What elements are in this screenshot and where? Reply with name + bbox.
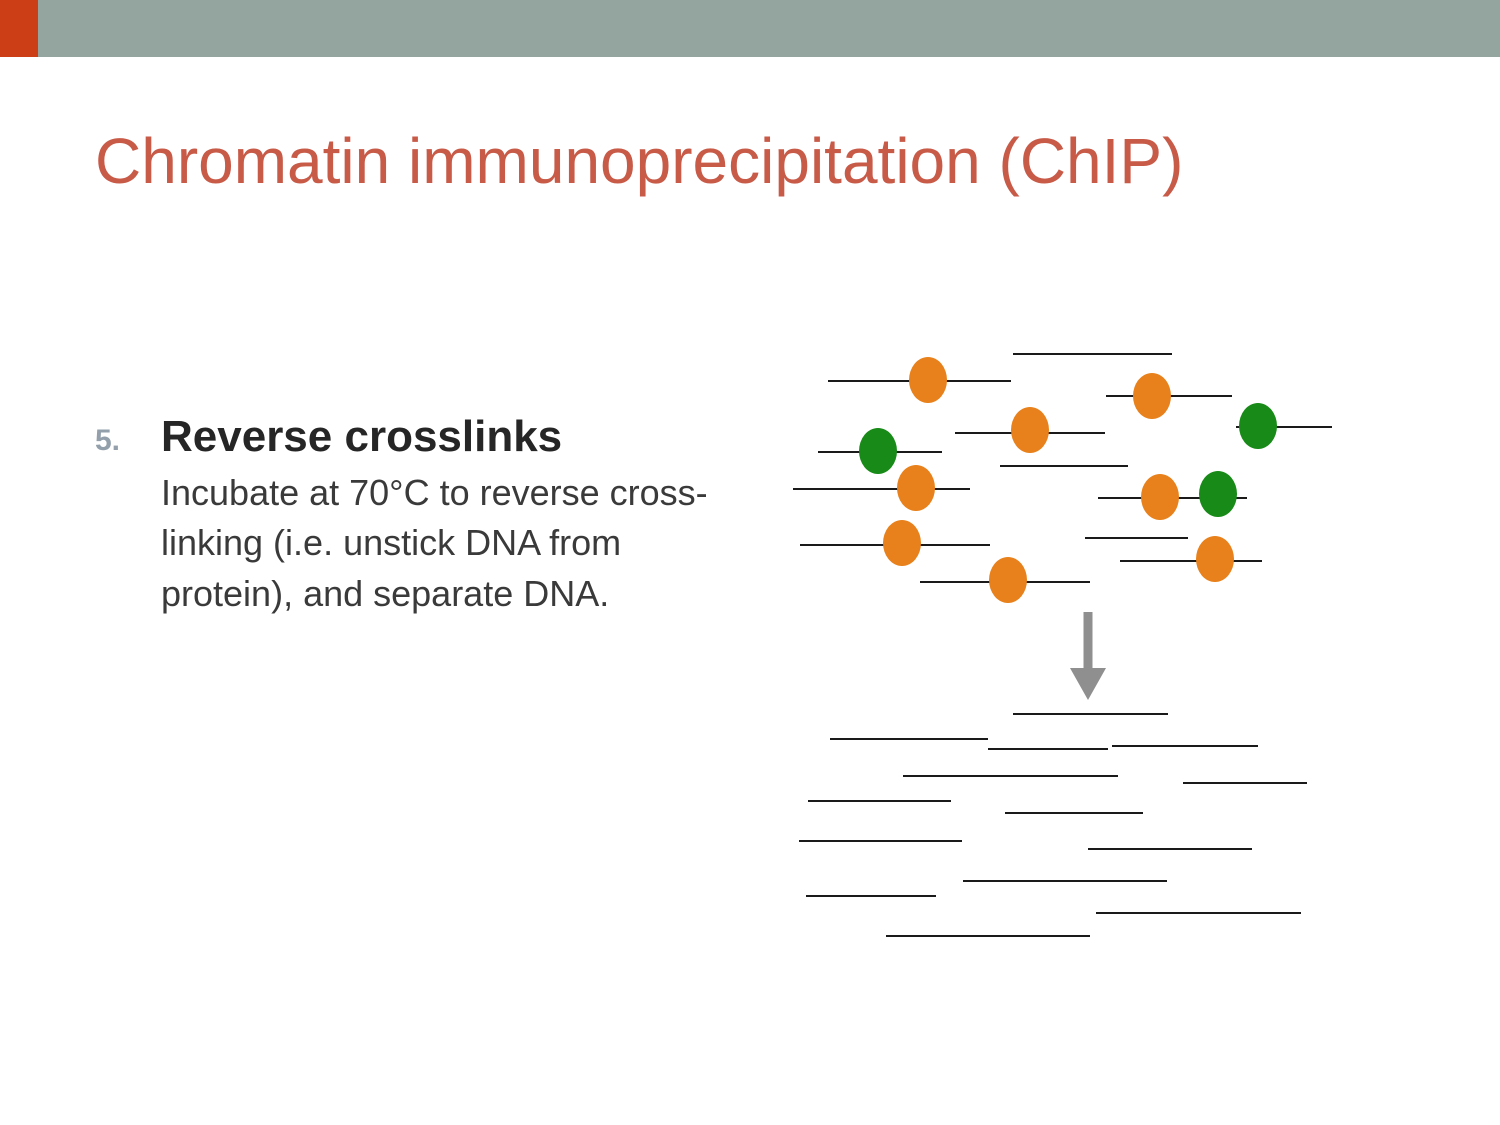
numbered-step: 5. Reverse crosslinks Incubate at 70°C t… [95,412,755,619]
orange-protein-ellipse [1133,373,1171,419]
step-body: Incubate at 70°C to reverse cross-linkin… [161,472,708,614]
orange-protein-ellipse [989,557,1027,603]
orange-protein-ellipse [909,357,947,403]
orange-protein-ellipse [1141,474,1179,520]
top-bar-accent-block [0,0,38,57]
orange-protein-ellipse [897,465,935,511]
step-text: Reverse crosslinks Incubate at 70°C to r… [161,412,755,619]
page-title: Chromatin immunoprecipitation (ChIP) [95,125,1184,197]
top-bar-band [38,0,1500,57]
step-heading: Reverse crosslinks [161,412,563,461]
green-protein-ellipse [1199,471,1237,517]
slide-top-bar [0,0,1500,57]
green-protein-ellipse [859,428,897,474]
orange-protein-ellipse [883,520,921,566]
green-protein-ellipse [1239,403,1277,449]
step-number: 5. [95,424,121,457]
orange-protein-ellipse [1011,407,1049,453]
down-arrow-head [1070,668,1106,700]
orange-protein-ellipse [1196,536,1234,582]
